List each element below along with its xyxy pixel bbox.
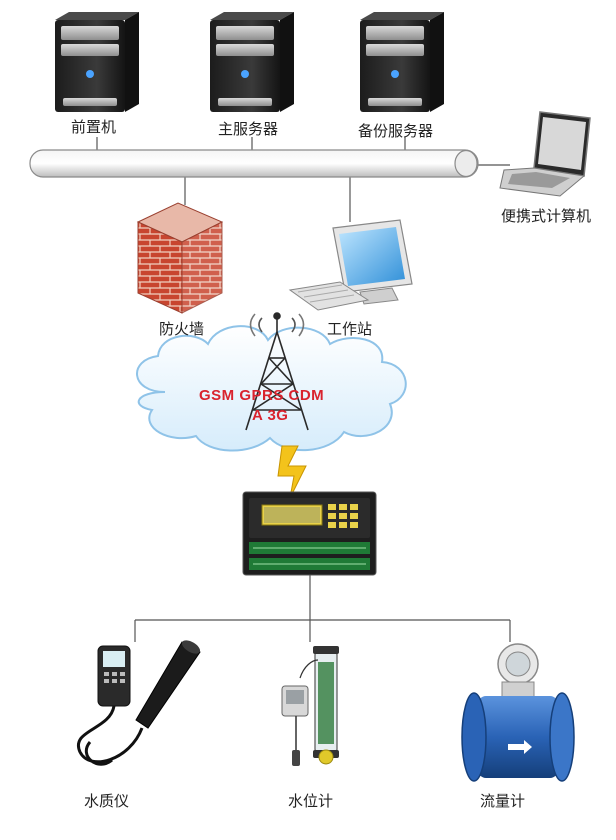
water-level-gauge-icon <box>281 646 339 766</box>
backup-server-label: 备份服务器 <box>358 122 434 140</box>
network-label-line1: GSM GPRS CDM <box>199 387 325 404</box>
data-logger <box>242 491 377 576</box>
laptop-icon <box>499 111 591 197</box>
workstation <box>288 219 413 311</box>
firewall-label: 防火墙 <box>159 320 205 338</box>
water-quality-label: 水质仪 <box>84 792 130 810</box>
connection-lines <box>96 137 511 642</box>
flow-meter <box>461 643 575 782</box>
water-level-gauge <box>281 646 339 766</box>
signal-link <box>277 445 307 499</box>
network-cloud <box>136 325 407 452</box>
flow-meter-icon <box>461 643 575 782</box>
firewall <box>136 202 224 314</box>
radio-tower <box>245 312 309 431</box>
laptop <box>499 111 591 197</box>
lightning-bolt-icon <box>277 445 307 499</box>
data-logger-icon <box>242 491 377 576</box>
tower-server-icon <box>360 12 444 112</box>
radio-tower-icon <box>245 312 309 431</box>
main-server-label: 主服务器 <box>218 120 279 138</box>
water-quality-meter <box>76 640 201 766</box>
tower-server-icon <box>210 12 294 112</box>
brick-wall-icon <box>136 202 224 314</box>
front-server-label: 前置机 <box>71 118 117 136</box>
workstation-label: 工作站 <box>327 320 373 338</box>
desktop-computer-icon <box>288 219 413 311</box>
laptop-label: 便携式计算机 <box>501 207 592 225</box>
front-server <box>55 12 139 112</box>
water-level-label: 水位计 <box>288 792 334 810</box>
tower-server-icon <box>55 12 139 112</box>
main-server <box>210 12 294 112</box>
network-label-line2: A 3G <box>252 407 289 424</box>
flow-meter-label: 流量计 <box>480 792 526 810</box>
backup-server <box>360 12 444 112</box>
water-quality-meter-icon <box>76 640 201 766</box>
cloud-icon <box>136 325 407 452</box>
network-backbone <box>29 149 479 178</box>
